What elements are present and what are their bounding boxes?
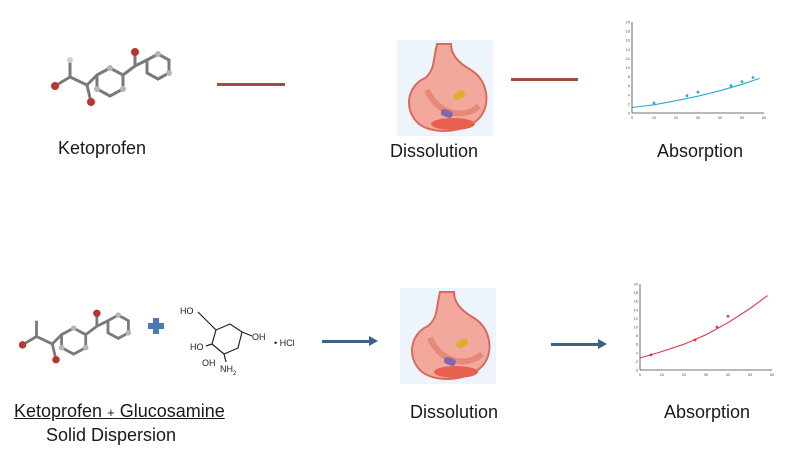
absorption-chart-bottom: 0 2 4 6 8 10 12 14 16 18 20 0 10 20 30 40 50 60	[634, 282, 775, 378]
data-point	[726, 314, 730, 318]
fit-curve	[639, 295, 768, 359]
stomach-icon-bottom	[400, 288, 496, 384]
ketoprofen-molecule-icon-bottom	[18, 309, 132, 364]
y-tick-label: 8	[628, 74, 631, 79]
top-arrow-1	[217, 83, 285, 86]
x-tick-label: 50	[748, 372, 753, 377]
bottom-arrow-1	[322, 336, 378, 346]
data-point	[652, 101, 656, 105]
x-tick-label: 50	[740, 115, 745, 120]
bottom-arrow-2	[551, 339, 607, 349]
y-tick-label: 2	[628, 101, 631, 106]
data-point	[649, 353, 653, 357]
absorption-label-bottom: Absorption	[664, 402, 751, 422]
y-tick-label: 20	[634, 282, 639, 287]
ketoprofen-molecule-icon	[51, 48, 172, 106]
absorption-chart-top: 0 2 4 6 8 10 12 14 16 18 20 0 10 20 30 40 50 60	[626, 20, 767, 121]
glucosamine-oh-left: OH	[202, 358, 216, 368]
y-tick-label: 4	[628, 92, 631, 97]
ketoprofen-label: Ketoprofen	[58, 138, 147, 158]
combine-plus-icon	[148, 318, 164, 334]
data-point	[740, 80, 744, 84]
y-tick-label: 6	[636, 342, 639, 347]
y-tick-label: 2	[636, 359, 639, 364]
solid-dispersion-label-line2: Solid Dispersion	[46, 425, 177, 445]
dissolution-label-bottom: Dissolution	[410, 402, 499, 422]
glucosamine-structure-icon: HO HO OH OH NH2 • HCl	[180, 306, 295, 377]
y-tick-label: 0	[628, 111, 631, 116]
x-tick-label: 30	[704, 372, 709, 377]
data-point	[693, 338, 697, 342]
x-tick-label: 20	[682, 372, 687, 377]
glucosamine-ho-mid: HO	[190, 342, 204, 352]
y-tick-label: 14	[634, 307, 639, 312]
x-tick-label: 10	[660, 372, 665, 377]
glucosamine-hcl: • HCl	[274, 338, 295, 348]
solid-dispersion-label-line1: Ketoprofen + Glucosamine	[14, 401, 225, 422]
y-tick-label: 6	[628, 83, 631, 88]
glucosamine-amine: NH2	[220, 364, 237, 377]
y-tick-label: 16	[634, 299, 639, 304]
x-tick-label: 0	[631, 115, 634, 120]
absorption-label-top: Absorption	[657, 141, 744, 161]
data-point	[685, 94, 689, 98]
data-point	[751, 76, 755, 79]
y-tick-label: 16	[626, 38, 631, 43]
x-tick-label: 20	[674, 115, 679, 120]
y-tick-label: 10	[626, 65, 631, 70]
glucosamine-ho-top: HO	[180, 306, 194, 316]
y-tick-label: 18	[634, 290, 639, 295]
y-tick-label: 4	[636, 350, 639, 355]
x-tick-label: 60	[762, 115, 767, 120]
fit-curve	[631, 77, 760, 109]
ketoprofen-label-bottom: Ketoprofen	[14, 401, 103, 421]
glucosamine-oh-right: OH	[252, 332, 266, 342]
x-tick-label: 40	[726, 372, 731, 377]
y-tick-label: 12	[626, 56, 631, 61]
plus-sign: +	[107, 405, 115, 420]
x-tick-label: 30	[696, 115, 701, 120]
y-tick-label: 10	[634, 325, 639, 330]
y-tick-label: 14	[626, 47, 631, 52]
data-point	[715, 325, 719, 329]
stomach-icon	[397, 40, 493, 136]
dissolution-label-top: Dissolution	[390, 141, 479, 161]
x-tick-label: 60	[770, 372, 775, 377]
y-tick-label: 8	[636, 333, 639, 338]
x-tick-label: 10	[652, 115, 657, 120]
x-tick-label: 0	[639, 372, 642, 377]
top-arrow-2	[511, 78, 578, 81]
data-point	[696, 90, 700, 94]
glucosamine-label: Glucosamine	[119, 401, 225, 421]
y-tick-label: 18	[626, 29, 631, 34]
data-point	[729, 84, 733, 88]
y-tick-label: 12	[634, 316, 639, 321]
y-tick-label: 0	[636, 368, 639, 373]
x-tick-label: 40	[718, 115, 723, 120]
y-tick-label: 20	[626, 20, 631, 25]
